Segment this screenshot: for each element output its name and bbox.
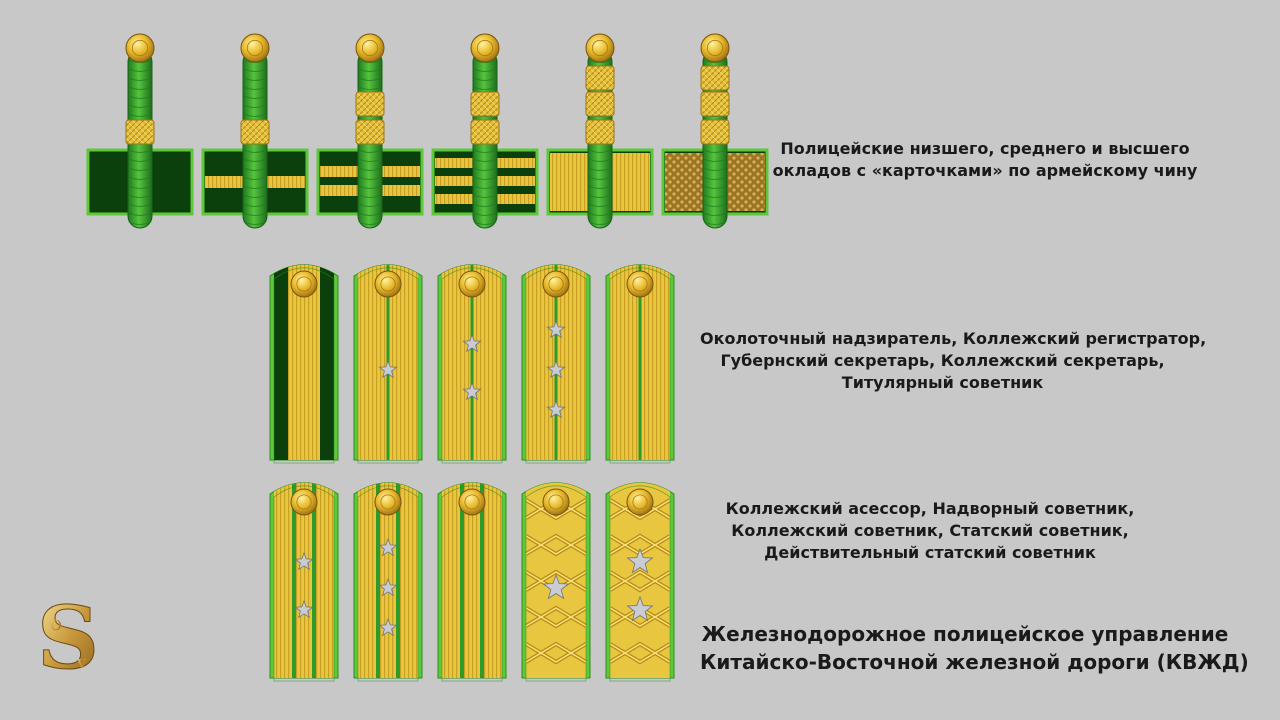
cord-insignia [546,33,654,229]
caption-senior-ranks: Коллежский асессор, Надворный советник, … [725,498,1135,564]
caption-line: окладов с «карточками» по армейскому чин… [772,161,1198,180]
button-icon [542,488,570,516]
title-line: Китайско-Восточной железной дороги (КВЖД… [700,650,1249,674]
star-icon [378,577,398,597]
star-icon [294,551,314,571]
star-icon [378,617,398,637]
button-icon [355,33,385,63]
button-icon [458,488,486,516]
button-icon [626,270,654,298]
shoulder-board-row-senior [269,482,675,682]
cord-insignia [201,33,309,229]
caption-line: Титулярный советник [841,373,1044,392]
star-icon [626,595,654,622]
knot [355,119,385,145]
star-icon [294,599,314,619]
shoulder-board [521,482,591,682]
shoulder-board-row-junior [269,264,675,464]
knot [585,119,615,145]
button-icon [626,488,654,516]
knot [585,65,615,91]
shoulder-board [437,482,507,682]
sv-logo-icon: S o v [36,588,99,690]
cord-insignia-row [86,33,769,229]
green-line [396,482,400,678]
knot [240,119,270,145]
button-icon [542,270,570,298]
caption-line: Действительный статский советник [764,543,1096,562]
svg-text:o: o [50,611,62,635]
shoulder-board [605,482,675,682]
star-icon [542,573,570,600]
cord-insignia [661,33,769,229]
button-icon [458,270,486,298]
cord-insignia [431,33,539,229]
star-icon [626,547,654,574]
cord-insignia [86,33,194,229]
caption-cord-insignia: Полицейские низшего, среднего и высшего … [770,138,1200,182]
shoulder-board [437,264,507,464]
green-line [460,482,464,678]
knot [470,91,500,117]
caption-line: Полицейские низшего, среднего и высшего [780,139,1190,158]
green-line [480,482,484,678]
svg-text:S: S [37,588,99,689]
button-icon [125,33,155,63]
green-line [638,264,642,460]
green-line [312,482,316,678]
shoulder-board [353,264,423,464]
star-icon [546,399,566,419]
caption-line: Коллежский асессор, Надворный советник, [725,499,1135,518]
green-line [292,482,296,678]
shoulder-board [521,264,591,464]
shoulder-board [605,264,675,464]
button-icon [470,33,500,63]
knot [355,91,385,117]
knot [125,119,155,145]
button-icon [290,270,318,298]
button-icon [374,488,402,516]
caption-line: Губернский секретарь, Коллежский секрета… [720,351,1165,370]
green-line [470,264,474,460]
cord-insignia [316,33,424,229]
shoulder-board [269,482,339,682]
knot [700,119,730,145]
page-title: Железнодорожное полицейское управление К… [700,620,1249,676]
caption-line: Коллежский советник, Статский советник, [731,521,1129,540]
green-line [376,482,380,678]
star-icon [462,381,482,401]
svg-text:v: v [76,652,88,673]
star-icon [378,537,398,557]
shoulder-board [269,264,339,464]
caption-line: Околоточный надзиратель, Коллежский реги… [700,329,1207,348]
button-icon [374,270,402,298]
title-line: Железнодорожное полицейское управление [701,622,1229,646]
knot [700,91,730,117]
button-icon [700,33,730,63]
knot [470,119,500,145]
star-icon [378,359,398,379]
button-icon [585,33,615,63]
shoulder-board [353,482,423,682]
button-icon [240,33,270,63]
star-icon [546,319,566,339]
star-icon [546,359,566,379]
caption-junior-ranks: Околоточный надзиратель, Коллежский реги… [700,328,1207,394]
button-icon [290,488,318,516]
star-icon [462,333,482,353]
knot [700,65,730,91]
knot [585,91,615,117]
